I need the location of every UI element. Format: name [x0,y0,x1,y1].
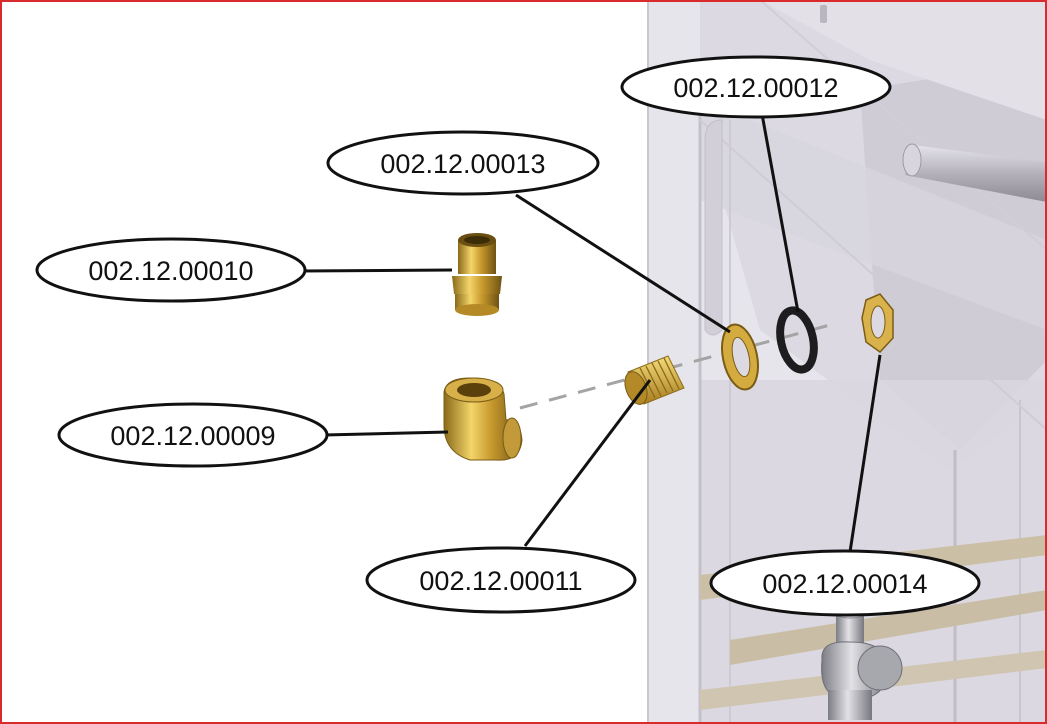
callout-label: 002.12.00010 [88,256,253,286]
callout-00014: 002.12.00014 [709,549,981,617]
leader-00009 [323,430,449,437]
assembly-axis [519,323,831,410]
callout-label: 002.12.00011 [419,566,582,596]
part-nipple-00010 [452,233,502,316]
callout-label: 002.12.00013 [380,149,545,179]
leader-lines [299,113,882,553]
callout-00012: 002.12.00012 [620,55,892,119]
leader-00011 [523,379,652,547]
part-nut-00014 [861,293,894,353]
part-washer-00013 [721,323,759,391]
callout-label: 002.12.00014 [762,569,927,599]
callout-label: 002.12.00012 [673,73,838,103]
leader-00010 [299,268,453,273]
callout-00011: 002.12.00011 [365,546,637,614]
callout-label: 002.12.00009 [110,421,275,451]
callout-00013: 002.12.00013 [326,130,600,196]
part-elbow-00009 [443,377,523,461]
leader-00014 [848,354,882,553]
callout-00010: 002.12.00010 [35,237,307,303]
leader-00013 [515,193,731,334]
leader-00012 [760,113,800,313]
callout-00009: 002.12.00009 [57,402,329,468]
part-gasket-00012 [776,306,818,374]
